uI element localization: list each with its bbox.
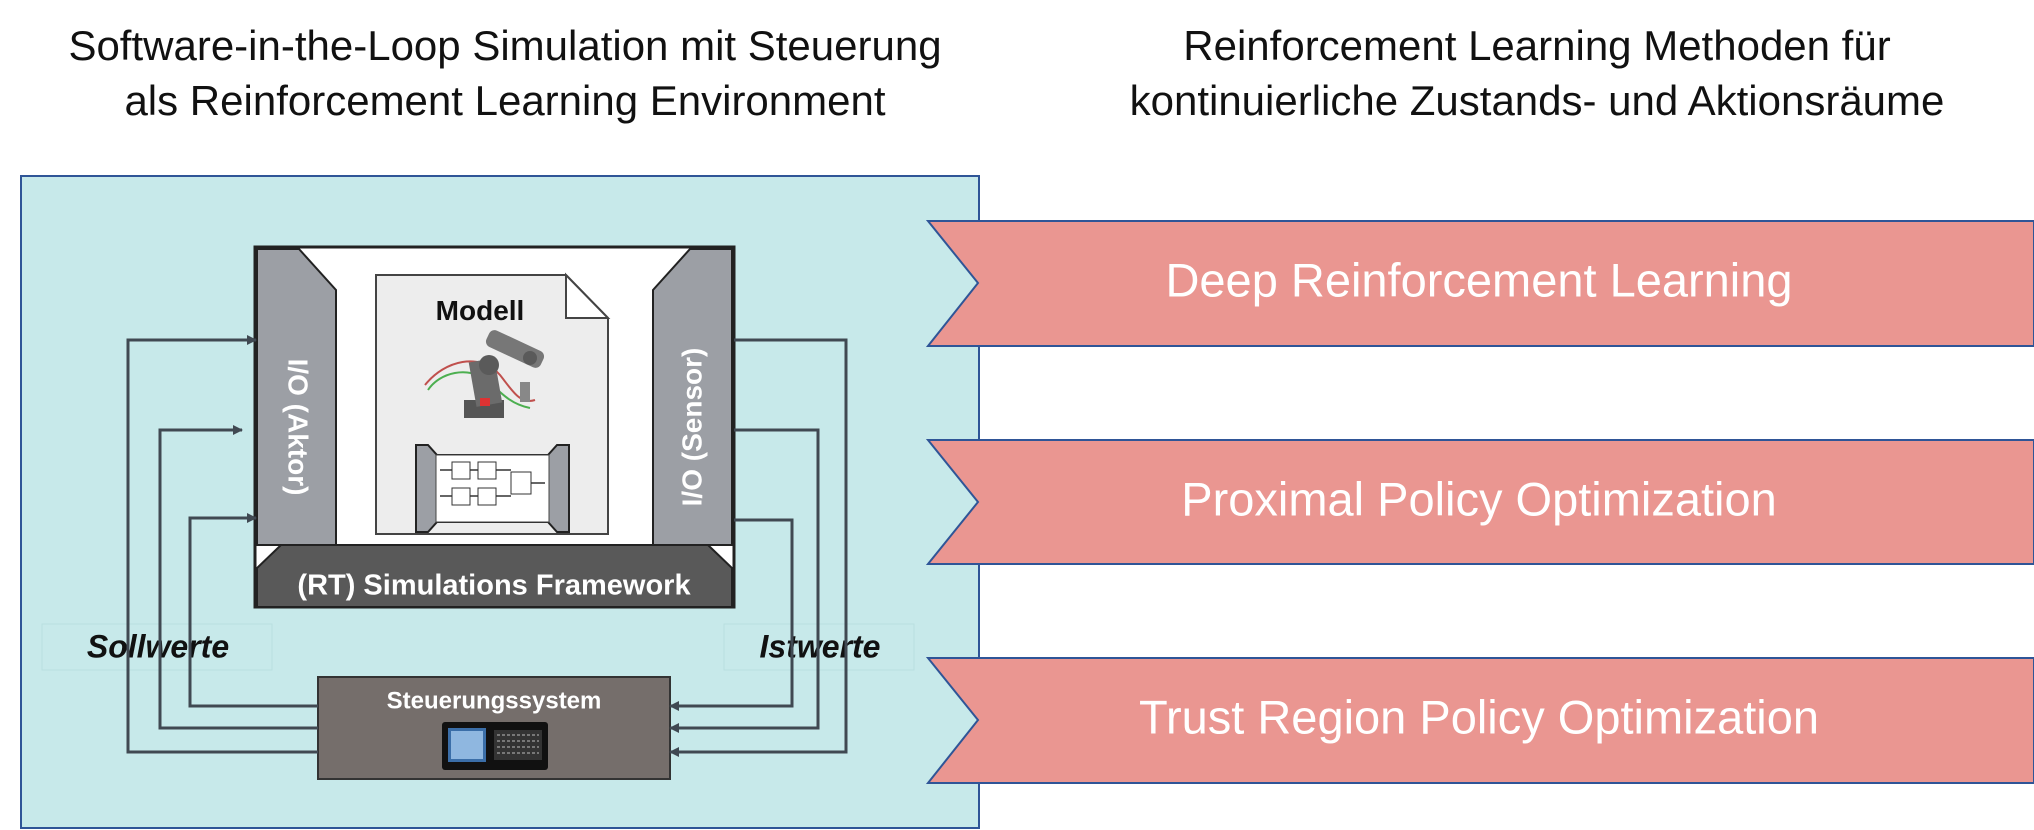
io-actuator-panel: [256, 248, 337, 546]
methods-title-line2: kontinuierliche Zustands- und Aktionsräu…: [1129, 77, 1945, 124]
method-banner-ppo: Proximal Policy Optimization: [925, 439, 2034, 565]
actual-value-arrows: [669, 338, 848, 757]
setpoint-arrow: [126, 335, 318, 754]
block-diagram-icon: [415, 444, 570, 533]
setpoint-arrow: [188, 513, 318, 708]
control-system: Steuerungssystem: [317, 676, 671, 780]
io-actuator-label: I/O (Aktor): [283, 359, 314, 496]
method-label: Proximal Policy Optimization: [1181, 472, 1777, 525]
framework-bar: [256, 544, 733, 608]
method-label: Deep Reinforcement Learning: [1165, 253, 1792, 306]
model-label: Modell: [436, 295, 525, 326]
method-banner-trpo: Trust Region Policy Optimization: [925, 657, 2034, 784]
methods-title-line1: Reinforcement Learning Methoden für: [1183, 22, 1891, 69]
environment-title-line1: Software-in-the-Loop Simulation mit Steu…: [68, 22, 942, 69]
method-banner-deep-rl: Deep Reinforcement Learning: [925, 220, 2034, 347]
actual-value-arrow: [669, 518, 794, 711]
methods-title: Reinforcement Learning Methoden für kont…: [1040, 18, 2034, 128]
environment-title: Software-in-the-Loop Simulation mit Steu…: [0, 18, 1010, 128]
actual-value-arrow: [669, 338, 848, 757]
setpoint-arrow: [158, 425, 318, 730]
io-sensor-panel: [652, 248, 733, 546]
actual-value-arrow: [669, 428, 820, 733]
robot-arm-icon: [424, 330, 545, 418]
io-sensor-label: I/O (Sensor): [676, 348, 707, 507]
setpoints-box: [41, 623, 273, 671]
framework-label: (RT) Simulations Framework: [297, 570, 691, 602]
method-label: Trust Region Policy Optimization: [1139, 690, 1819, 743]
actual-values-label: Istwerte: [760, 628, 881, 664]
environment-title-line2: als Reinforcement Learning Environment: [124, 77, 886, 124]
setpoints-label: Sollwerte: [87, 628, 229, 664]
control-system-label: Steuerungssystem: [387, 687, 602, 714]
setpoint-arrows: [126, 335, 318, 754]
cnc-panel-icon: [442, 722, 548, 770]
